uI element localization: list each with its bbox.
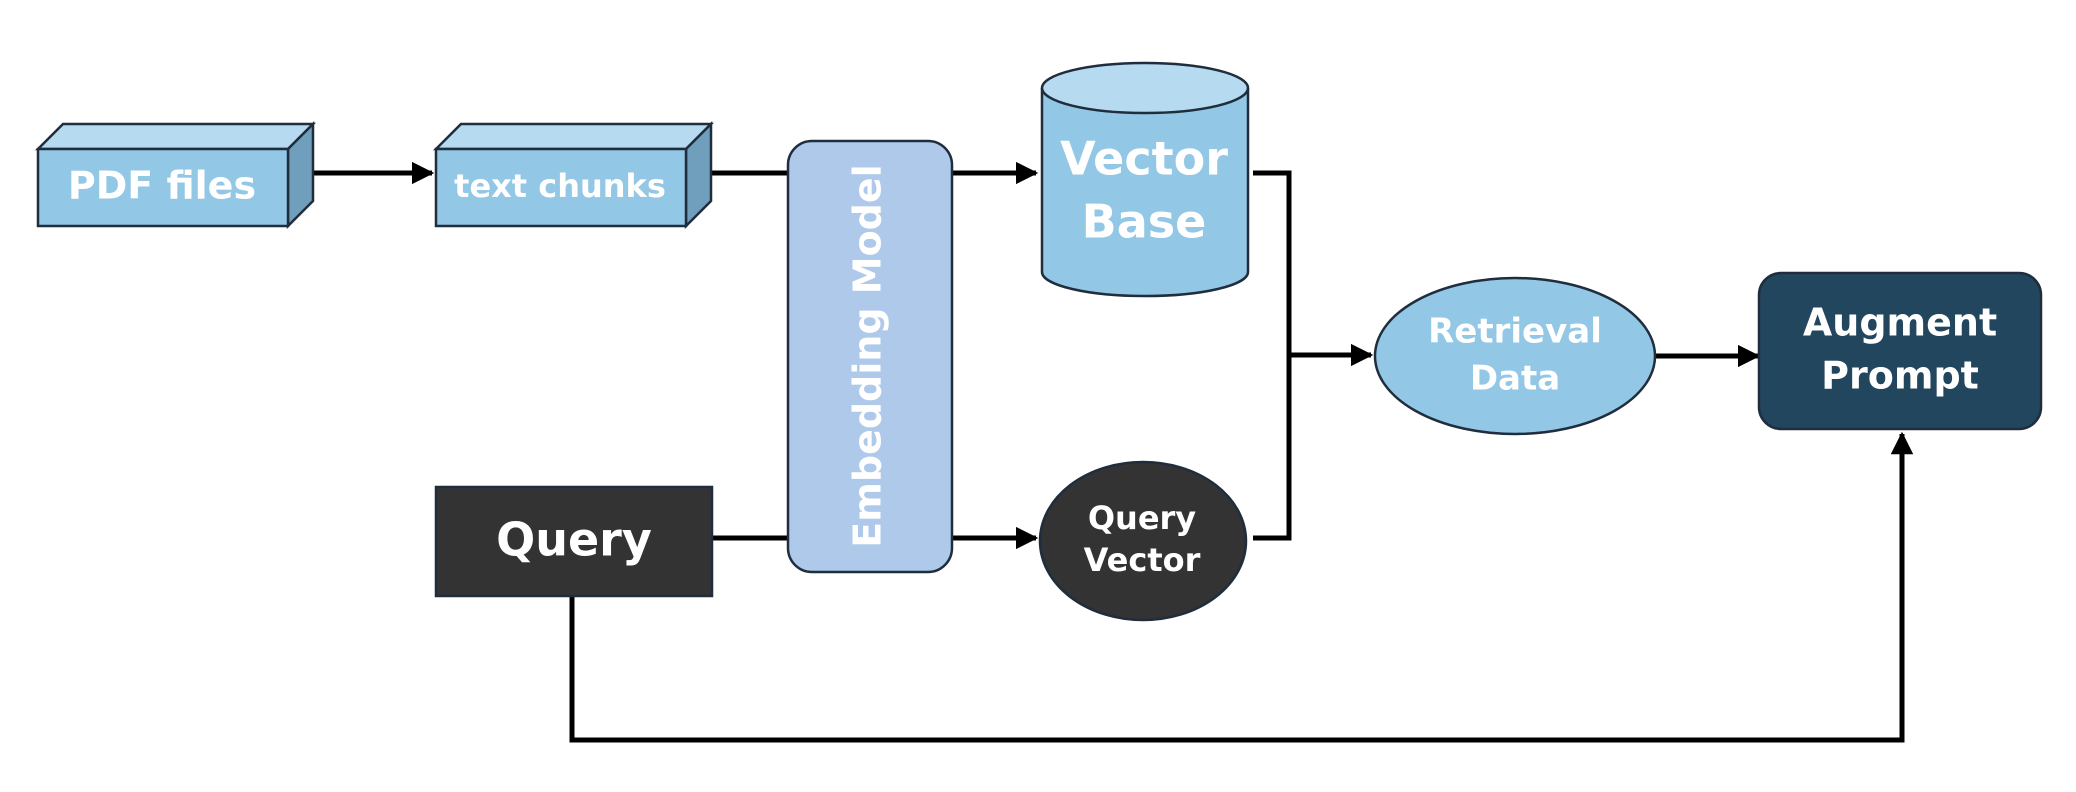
- vector-base-node: Vector Base: [1040, 61, 1250, 298]
- query-node: Query: [434, 485, 714, 598]
- embedding-model-node: Embedding Model: [786, 139, 954, 574]
- pdf-files-front-face: [36, 147, 290, 228]
- retrieval-data-label-line2: Data: [1470, 359, 1560, 399]
- query-vector-ellipse: [1038, 460, 1248, 622]
- text-chunks-top-face: [432, 122, 715, 151]
- embedding-model-label: Embedding Model: [846, 164, 890, 547]
- text-chunks-label: text chunks: [454, 167, 666, 205]
- connectors: [314, 161, 1914, 743]
- retrieval-data-node: Retrieval Data: [1373, 276, 1657, 436]
- vector-base-label-line1: Vector: [1060, 132, 1228, 186]
- pdf-files-label: PDF files: [68, 164, 256, 208]
- arrow-query-to-augment: [569, 431, 1914, 743]
- retrieval-data-label-line1: Retrieval: [1428, 312, 1602, 352]
- query-vector-node: Query Vector: [1038, 460, 1248, 622]
- vector-base-top: [1040, 61, 1250, 115]
- connector-vector-base-to-junction: [1253, 170, 1292, 541]
- embedding-model-box: [786, 139, 954, 574]
- query-vector-label-line1: Query: [1088, 499, 1196, 537]
- augment-prompt-label-line1: Augment: [1803, 301, 1997, 345]
- text-chunks-front-face: [434, 147, 688, 228]
- query-box: [434, 485, 714, 598]
- augment-prompt-label-line2: Prompt: [1821, 354, 1979, 398]
- query-vector-label-line2: Vector: [1084, 541, 1201, 579]
- augment-prompt-node: Augment Prompt: [1757, 271, 2043, 431]
- text-chunks-node: text chunks: [432, 120, 715, 230]
- query-label: Query: [496, 513, 652, 567]
- retrieval-data-ellipse: [1373, 276, 1657, 436]
- vector-base-label-line2: Base: [1082, 195, 1207, 249]
- augment-prompt-box: [1757, 271, 2043, 431]
- vector-base-body: [1040, 88, 1250, 298]
- pdf-files-node: PDF files: [34, 120, 317, 230]
- pdf-files-top-face: [34, 122, 317, 151]
